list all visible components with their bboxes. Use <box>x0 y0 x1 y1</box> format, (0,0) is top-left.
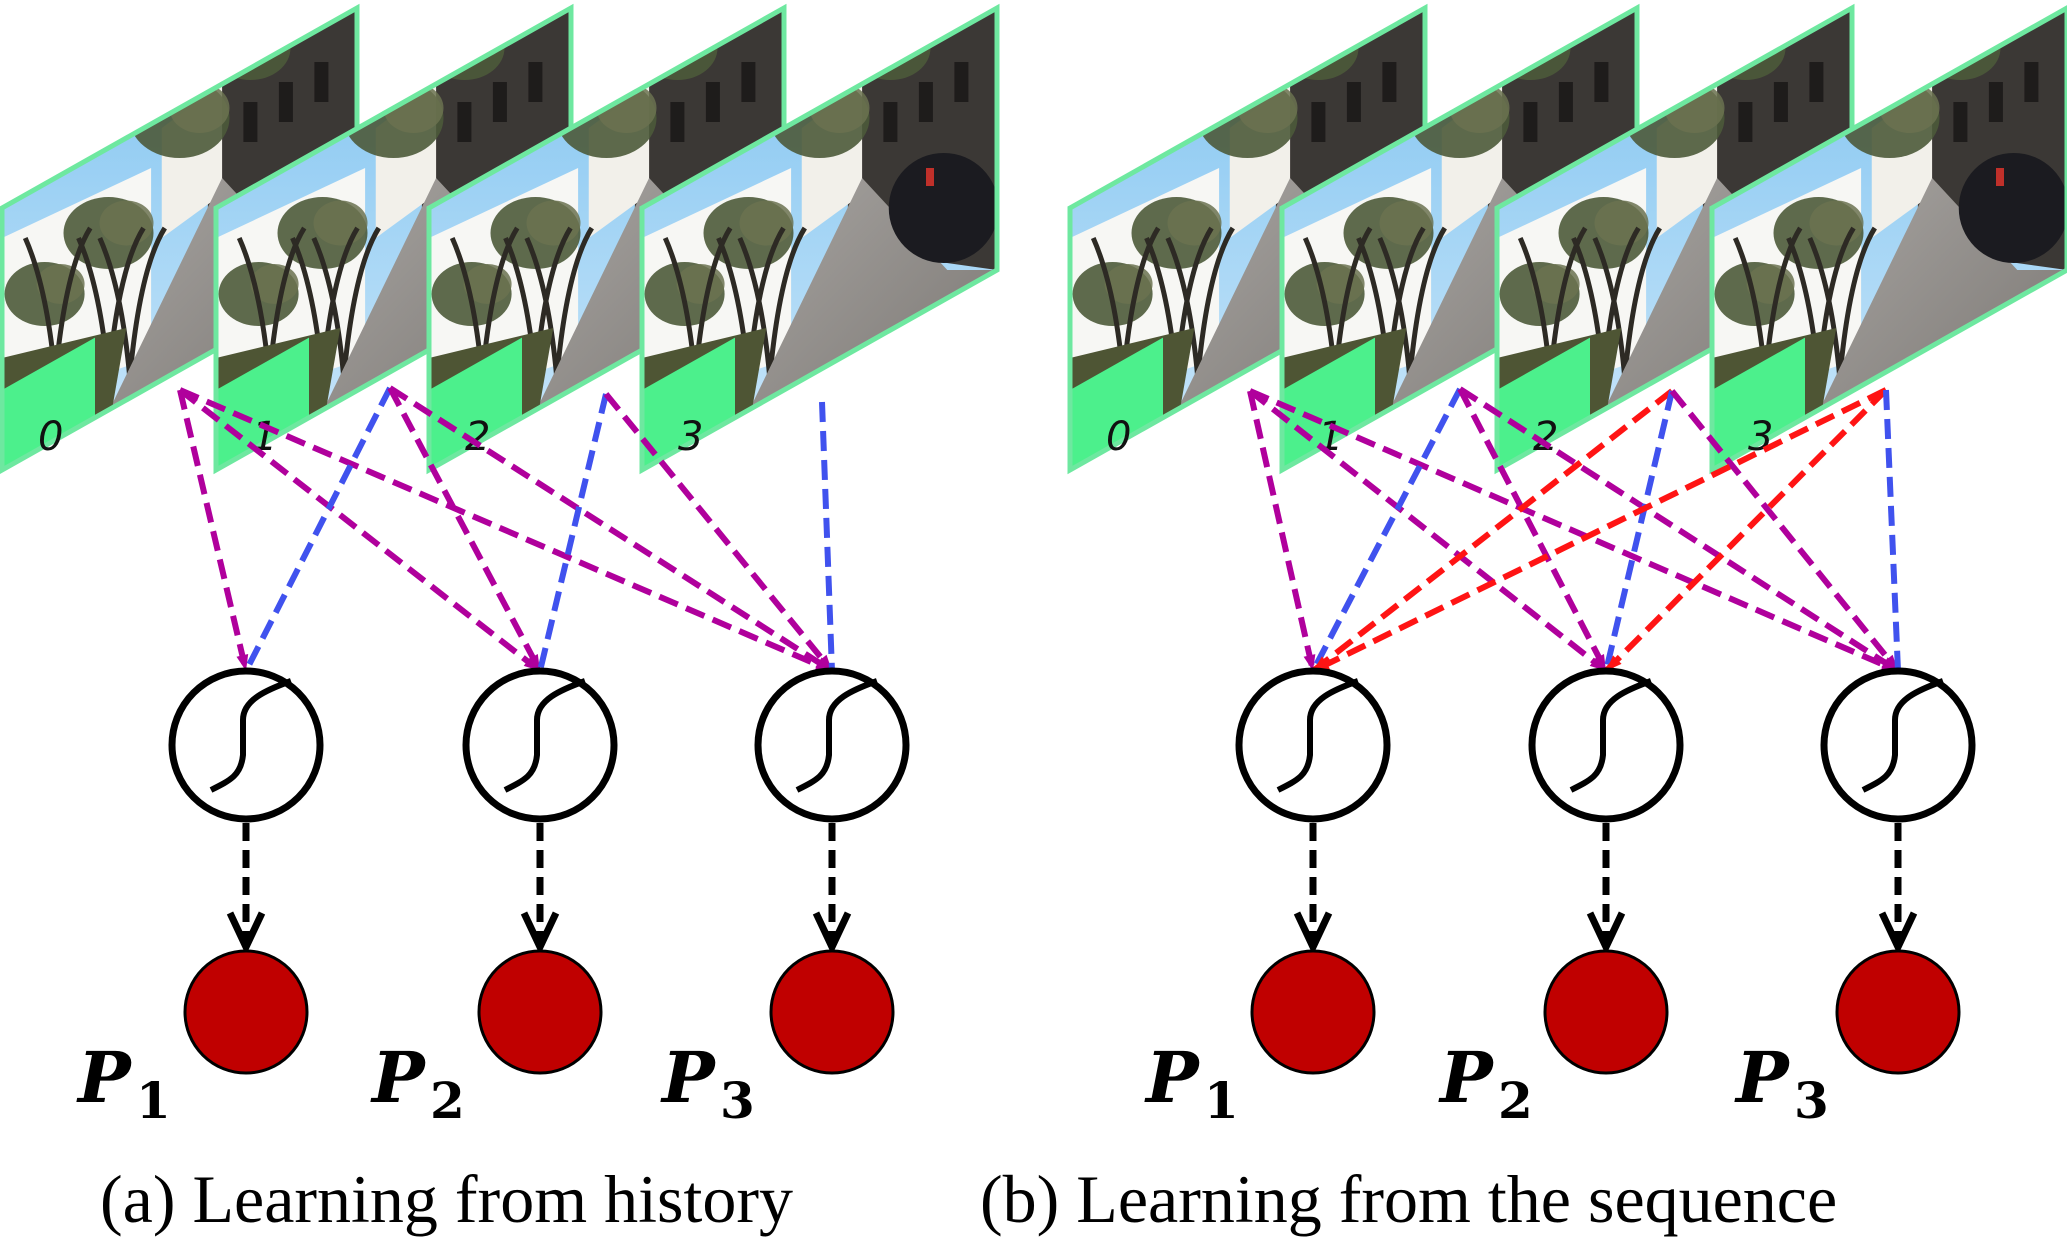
output-label-subscript: 2 <box>430 1071 465 1130</box>
edge-arrowhead <box>817 654 832 671</box>
edge-history <box>178 387 834 674</box>
sigmoid-curve-icon <box>503 678 587 793</box>
edge-history <box>388 385 834 674</box>
output-node <box>1835 949 1961 1075</box>
sigmoid-curve-icon <box>1276 678 1360 793</box>
edge-future <box>1311 388 1674 674</box>
frame-label-tab <box>642 337 735 470</box>
arrowhead-icon <box>226 911 266 956</box>
sigmoid-curve-icon <box>1569 678 1653 793</box>
edge-current <box>1310 387 1463 673</box>
edge-current <box>243 386 393 673</box>
output-node <box>1543 949 1669 1075</box>
frame-label-tab <box>2 337 95 470</box>
edge-current <box>537 393 609 672</box>
edge-group <box>177 385 835 674</box>
caption-b: (b) Learning from the sequence <box>980 1161 1837 1237</box>
arrowhead-icon <box>812 911 852 956</box>
frame-label-tab <box>1712 337 1805 470</box>
arrowhead-icon <box>1293 911 1333 956</box>
output-label: P <box>76 1036 133 1119</box>
edge-current <box>819 401 835 672</box>
edge-arrowhead <box>527 654 540 671</box>
edge-history <box>177 389 249 672</box>
frame-label-tab <box>1070 337 1163 470</box>
output-label: P <box>1144 1036 1201 1119</box>
output-label-subscript: 2 <box>1498 1071 1533 1130</box>
sigmoid-curve-icon <box>1861 678 1945 793</box>
edge-arrowhead <box>1593 654 1606 671</box>
frame-label-tab <box>429 337 522 470</box>
edge-arrowhead <box>236 654 249 671</box>
frame-border <box>1709 5 2067 475</box>
edge-history <box>1457 387 1609 673</box>
edge-history <box>1247 390 1316 672</box>
edge-arrowhead <box>1606 655 1622 671</box>
output-node <box>477 949 603 1075</box>
edge-current <box>1883 389 1901 672</box>
output-label: P <box>1734 1036 1791 1119</box>
edge-history <box>603 392 835 673</box>
arrowhead-icon <box>520 911 560 956</box>
edge-history <box>1248 388 1608 674</box>
sigmoid-curve-icon <box>795 678 879 793</box>
caption-a: (a) Learning from history <box>100 1161 793 1237</box>
arrowhead-icon <box>1586 911 1626 956</box>
frame-number-label: 3 <box>678 414 703 460</box>
frame-label-tab <box>1497 337 1590 470</box>
output-label-subscript: 3 <box>1794 1071 1829 1130</box>
output-node <box>769 949 895 1075</box>
edge-future <box>1311 387 1888 674</box>
output-label: P <box>1438 1036 1495 1119</box>
edge-arrowhead <box>1883 654 1898 671</box>
output-label-subscript: 1 <box>1204 1071 1239 1130</box>
output-node <box>1250 949 1376 1075</box>
output-label-subscript: 1 <box>136 1071 171 1130</box>
output-label: P <box>660 1036 717 1119</box>
frame-number-label: 0 <box>1106 414 1131 460</box>
frame-number-label: 0 <box>38 414 63 460</box>
arrowhead-icon <box>1878 911 1918 956</box>
output-label: P <box>370 1036 427 1119</box>
output-node <box>183 949 309 1075</box>
frame-border <box>639 3 1000 475</box>
edge-group <box>1247 386 1901 674</box>
edge-arrowhead <box>1589 656 1606 671</box>
edge-arrowhead <box>1303 654 1316 671</box>
edge-history <box>1669 389 1901 673</box>
output-label-subscript: 3 <box>720 1071 755 1130</box>
edge-future <box>1603 387 1889 674</box>
sigmoid-curve-icon <box>209 678 293 793</box>
edge-history <box>387 386 543 673</box>
edge-history <box>178 387 542 674</box>
edge-history <box>1248 388 1900 674</box>
edge-current <box>1603 390 1675 672</box>
